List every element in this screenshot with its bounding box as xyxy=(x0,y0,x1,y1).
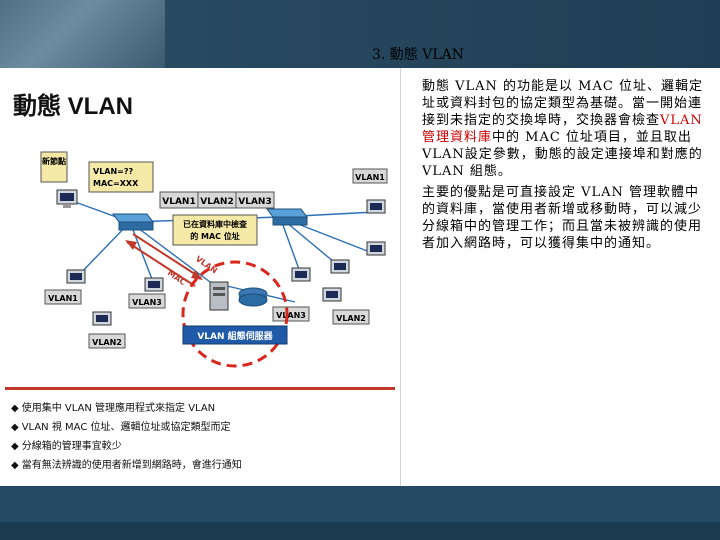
figure-rule xyxy=(5,387,395,390)
pc-right-mid2-icon xyxy=(291,267,311,282)
new-node-pc-icon xyxy=(56,189,78,208)
paragraph-1: 動態 VLAN 的功能是以 MAC 位址、邏輯定址或資料封包的協定類型為基礎。當… xyxy=(422,78,712,180)
divider xyxy=(400,68,401,486)
switch-left-icon xyxy=(112,213,154,231)
paragraph-2: 主要的優點是可直接設定 VLAN 管理軟體中的資料庫，當使用者新增或移動時，可以… xyxy=(422,185,703,251)
vlan1-tag-right-label: VLAN1 xyxy=(355,173,385,182)
check-note-line2: 的 MAC 位址 xyxy=(190,231,240,241)
vlan1-tag-right xyxy=(352,168,388,184)
slide-title: 3. 動態 VLAN xyxy=(372,47,465,63)
vlan1-tag-left xyxy=(44,289,82,305)
pc-left-bottom-icon xyxy=(92,311,112,326)
para1-text-b: 中的 MAC 位址項目，並且取出VLAN設定參數，動態的設定連接埠和對應的 VL… xyxy=(422,130,703,179)
vlan3-tag-left-label: VLAN3 xyxy=(132,298,162,307)
server-label: VLAN 組態伺服器 xyxy=(197,330,273,342)
pc-left-mid-icon xyxy=(66,269,86,284)
bullet-item: ◆分線箱的管理事宜較少 xyxy=(11,437,242,456)
new-node-tag xyxy=(40,151,68,183)
vlan1-tag-left-label: VLAN1 xyxy=(48,294,78,303)
bullet-text: 分線箱的管理事宜較少 xyxy=(21,441,122,452)
figure-bullets: ◆使用集中 VLAN 管理應用程式來指定 VLAN ◆VLAN 視 MAC 位址… xyxy=(11,399,242,475)
bullet-diamond-icon: ◆ xyxy=(11,403,19,414)
arrow-label-mac: MAC xyxy=(166,268,188,287)
pc-right-bottom-icon xyxy=(322,287,342,302)
bullet-item: ◆使用集中 VLAN 管理應用程式來指定 VLAN xyxy=(11,399,242,418)
vlan2-tag-left-label: VLAN2 xyxy=(92,338,122,347)
server-highlight-circle xyxy=(181,260,289,368)
vlan2-tag-right-label: VLAN2 xyxy=(336,314,366,323)
bullet-text: VLAN 視 MAC 位址、邏輯位址或協定類型而定 xyxy=(21,422,231,433)
bullet-diamond-icon: ◆ xyxy=(11,422,19,433)
new-node-label: 新節點 xyxy=(42,156,66,166)
body-text: 動態 VLAN 的功能是以 MAC 位址、邏輯定址或資料封包的協定類型為基礎。當… xyxy=(422,78,712,256)
pc-right-low-icon xyxy=(330,259,350,274)
check-note xyxy=(172,214,258,246)
banner-texture-right xyxy=(165,0,720,68)
pc-left-low-icon xyxy=(144,277,164,292)
banner-texture-left xyxy=(0,0,165,68)
bullet-diamond-icon: ◆ xyxy=(11,441,19,452)
arrow-head-1 xyxy=(191,270,203,280)
switch-right-icon xyxy=(266,208,308,226)
bullet-item: ◆當有無法辨識的使用者新增到網路時，會進行通知 xyxy=(11,456,242,475)
network-diagram: 新節點 VLAN=?? MAC=XXX VLAN1 VLAN2 VLAN3 已在… xyxy=(40,151,388,368)
vlan2-chip-label: VLAN2 xyxy=(200,197,233,207)
check-note-line1: 已在資料庫中檢查 xyxy=(183,219,248,229)
vlan3-tag-right xyxy=(272,306,310,322)
query-arrows xyxy=(126,233,202,287)
bottom-strip xyxy=(0,522,720,540)
router-icon xyxy=(238,287,268,307)
vlan1-chip-label: VLAN1 xyxy=(162,197,195,207)
bullet-text: 使用集中 VLAN 管理應用程式來指定 VLAN xyxy=(21,403,216,414)
mac-query-label: MAC=XXX xyxy=(93,179,139,188)
para1-highlight: VLAN 管理資料庫 xyxy=(422,113,703,145)
bullet-diamond-icon: ◆ xyxy=(11,460,19,471)
vlan2-tag-right xyxy=(332,309,370,325)
vlan3-tag-right-label: VLAN3 xyxy=(276,311,306,320)
vlan-query-label: VLAN=?? xyxy=(93,167,134,176)
vlan3-tag-left xyxy=(128,293,166,309)
bullet-item: ◆VLAN 視 MAC 位址、邏輯位址或協定類型而定 xyxy=(11,418,242,437)
vlan2-tag-left xyxy=(88,333,126,349)
server-label-box xyxy=(182,325,288,345)
pc-right-top-icon xyxy=(366,199,386,214)
vlan-figure: 動態 VLAN 新節點 VLAN=?? MAC=XXX VLA xyxy=(5,82,395,477)
bullet-text: 當有無法辨識的使用者新增到網路時，會進行通知 xyxy=(21,460,242,471)
server-icon xyxy=(209,281,229,311)
query-tag xyxy=(88,161,154,193)
vlan3-chip xyxy=(235,191,275,209)
pc-right-mid-icon xyxy=(366,241,386,256)
arrow-head-2 xyxy=(125,240,137,250)
para1-text-a: 動態 VLAN 的功能是以 MAC 位址、邏輯定址或資料封包的協定類型為基礎。當… xyxy=(422,79,703,128)
banner-gap xyxy=(0,68,720,74)
vlan3-chip-label: VLAN3 xyxy=(238,197,271,207)
figure-title: 動態 VLAN xyxy=(13,93,133,120)
